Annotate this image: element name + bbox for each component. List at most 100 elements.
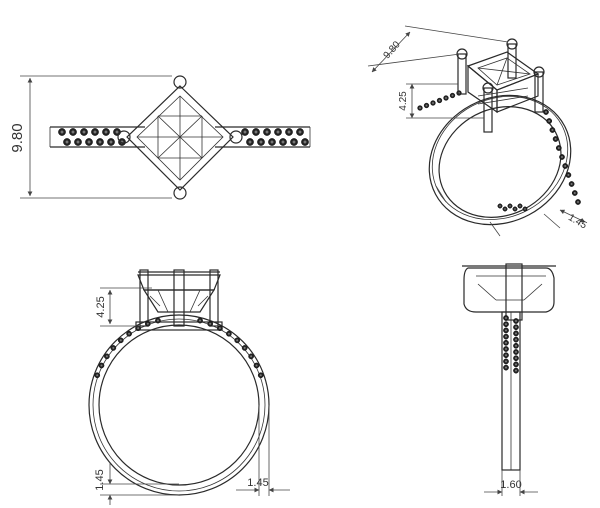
front-pave-stone-facet: [96, 374, 99, 377]
iso-pave-stone-facet: [432, 102, 434, 104]
pave-stone-facet: [248, 140, 252, 144]
pave-stone-facet: [71, 130, 75, 134]
iso-pave-stone-facet: [519, 205, 521, 207]
iso-pave-stone-facet: [554, 137, 557, 141]
side-pave-stone-facet: [514, 369, 518, 372]
pave-stone-facet: [270, 140, 274, 144]
center-stone-outline: [126, 85, 234, 191]
pave-stone-facet: [281, 140, 285, 144]
iso-pave-stone-facet: [425, 104, 428, 107]
pave-stones-left: [58, 128, 126, 146]
pave-stone-facet: [104, 130, 108, 134]
iso-pave-stone-facet: [504, 208, 506, 210]
iso-pave-stone-facet: [570, 182, 573, 186]
iso-pave-stones-right: [543, 109, 581, 205]
pave-stone-facet: [265, 130, 269, 134]
front-view: 4.25 1.45 1.45: [88, 269, 290, 505]
iso-pave-stone-facet: [567, 173, 570, 177]
iso-pave-stones-bottom: [497, 203, 528, 212]
side-pave-stone-facet: [514, 338, 518, 341]
front-pave-stone-facet: [156, 319, 159, 322]
pave-stone-facet: [65, 140, 69, 144]
side-pave-stone-facet: [514, 357, 518, 360]
side-pave-stone-facet: [514, 319, 518, 323]
pave-stone-facet: [303, 140, 307, 144]
side-pave-stone-facet: [514, 350, 518, 354]
pave-stone-facet: [287, 130, 291, 134]
pave-stone-facet: [292, 140, 296, 144]
pave-stone-facet: [60, 130, 64, 134]
side-pave-stone-facet: [504, 360, 508, 363]
iso-pave-stone-facet: [564, 164, 567, 168]
iso-pave-stone-facet: [544, 110, 548, 114]
dim-front-shank-width: 1.45: [247, 477, 268, 489]
iso-pave-stone-facet: [524, 208, 526, 210]
prong-left: [117, 130, 131, 144]
iso-pave-stone-facet: [576, 200, 580, 204]
dim-iso-band: 1.45: [566, 212, 589, 231]
pave-stone-facet: [115, 130, 119, 134]
front-pave-stone-facet: [112, 346, 115, 349]
front-pave-stone-facet: [128, 332, 131, 335]
iso-pave-stone-facet: [451, 94, 454, 97]
prong-bottom: [173, 186, 187, 200]
side-pave-stone-facet: [514, 344, 518, 347]
pave-stone-facet: [109, 140, 113, 144]
front-pave-stone-facet: [119, 339, 122, 342]
front-pave-stone-facet: [236, 339, 239, 342]
side-pave-stone-facet: [504, 323, 508, 326]
side-pave-stone-facet: [514, 332, 518, 335]
iso-pave-stone-facet: [445, 97, 447, 99]
iso-pave-stone-facet: [551, 128, 554, 132]
pave-stone-facet: [276, 130, 280, 134]
iso-pave-stone-facet: [438, 99, 441, 102]
front-pave-stone-facet: [243, 346, 246, 349]
front-pave-stone-facet: [218, 327, 221, 330]
prong-right: [229, 130, 243, 144]
pave-stone-facet: [82, 130, 86, 134]
side-pave-stone-facet: [514, 363, 518, 366]
front-pave-stone-facet: [137, 327, 140, 330]
pave-stones-right: [241, 128, 309, 146]
front-pave-stone-facet: [146, 322, 149, 325]
side-pave-stones: [503, 315, 519, 374]
iso-pave-stone-facet: [573, 191, 576, 195]
side-pave-stone-facet: [504, 329, 508, 332]
iso-pave-stone-facet: [514, 208, 516, 210]
dim-front-shank-height: 1.45: [94, 469, 106, 490]
dim-front-height: 4.25: [95, 296, 107, 317]
pave-stone-facet: [254, 130, 258, 134]
side-pave-stone-facet: [504, 354, 508, 357]
front-pave-stone-facet: [259, 374, 262, 377]
iso-pave-stone-facet: [557, 146, 560, 150]
dim-top-height: 9.80: [9, 123, 26, 152]
side-pave-stone-facet: [504, 366, 508, 369]
front-band-inner: [98, 324, 260, 486]
pave-stone-facet: [76, 140, 80, 144]
iso-pave-stones-left: [417, 90, 462, 111]
front-pave-stone-facet: [209, 322, 212, 325]
top-view: 9.80: [9, 75, 311, 200]
iso-pave-stone-facet: [509, 205, 511, 207]
side-pave-stone-facet: [504, 341, 508, 344]
front-pave-stone-facet: [255, 364, 258, 367]
pave-stone-facet: [259, 140, 263, 144]
iso-pave-stone-facet: [419, 107, 421, 109]
prong-top: [173, 75, 187, 89]
front-pave-stone-facet: [100, 364, 103, 367]
iso-pave-stone-facet: [548, 119, 551, 123]
front-pave-stone-facet: [199, 319, 202, 322]
pave-stone-facet: [87, 140, 91, 144]
front-pave-stone-facet: [250, 355, 253, 358]
side-pave-stone-facet: [504, 316, 508, 320]
front-pave-stones-left: [94, 317, 161, 379]
dim-iso-height: 4.25: [398, 91, 409, 111]
side-pave-stone-facet: [504, 335, 508, 338]
pave-stone-facet: [93, 130, 97, 134]
iso-pave-stone-facet: [499, 205, 501, 207]
iso-view: 9.80 4.25 1.45: [367, 25, 589, 237]
front-pave-stone-facet: [227, 332, 230, 335]
side-view: 1.60: [462, 263, 556, 496]
front-pave-stones-right: [197, 317, 264, 379]
